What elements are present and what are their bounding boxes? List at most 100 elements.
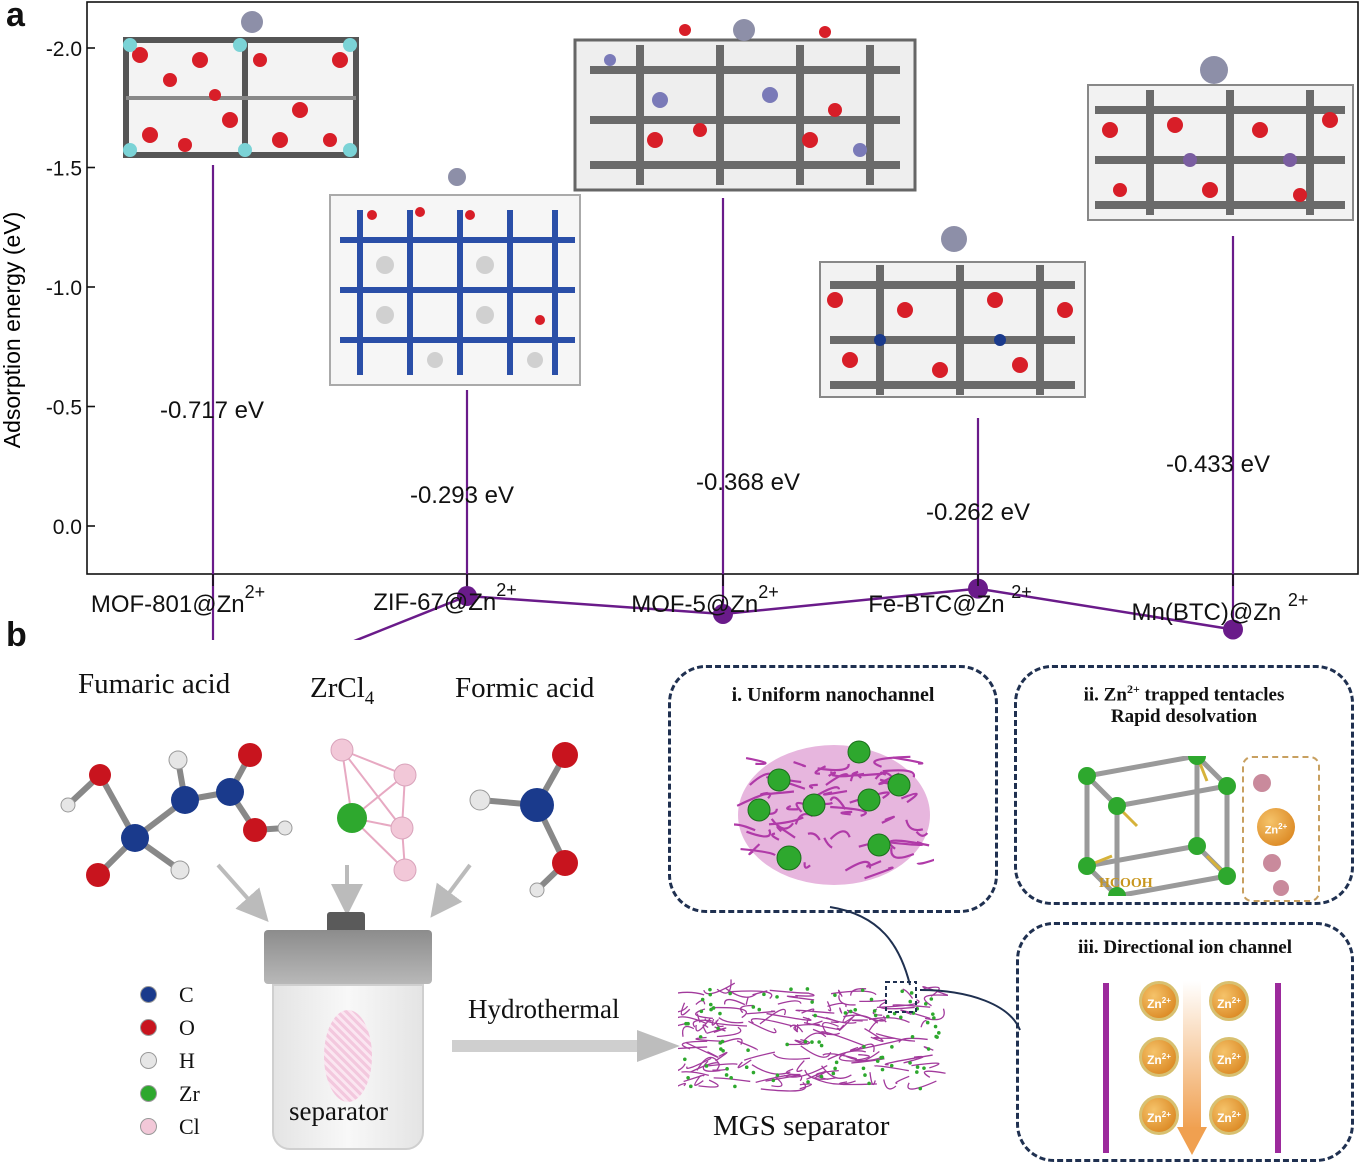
fiber-strand — [837, 989, 843, 997]
fiber-strand — [875, 1032, 916, 1042]
series-line: -0.717 eV-0.293 eV-0.368 eV-0.262 eV-0.4… — [160, 165, 1270, 640]
fiber-strand — [678, 1063, 686, 1072]
fiber-strand — [695, 1036, 726, 1042]
fiber-strand — [702, 1060, 721, 1072]
zr-particle — [785, 1042, 789, 1047]
legend-label: H — [179, 1047, 195, 1073]
fiber-strand — [745, 996, 749, 1005]
hcooh-label: HCOOH — [1099, 876, 1153, 891]
fiber-strand — [803, 862, 811, 869]
legend-swatch — [140, 986, 157, 1003]
zr-particle — [863, 1073, 867, 1077]
fiber-strand — [851, 770, 883, 777]
zr-particle — [922, 1066, 926, 1070]
fiber-strand — [823, 837, 833, 849]
zr-particle — [708, 987, 712, 992]
fiber-strand — [678, 1046, 708, 1050]
legend-swatch — [140, 1019, 157, 1036]
fiber-strand — [807, 832, 821, 841]
fumaric-acid-label: Fumaric acid — [78, 668, 231, 700]
zn-ion: Zn2+ — [1209, 981, 1249, 1021]
fiber-strand — [768, 816, 804, 826]
fiber-strand — [696, 1056, 720, 1071]
zr-particle — [875, 1059, 880, 1063]
zr-particle — [806, 1080, 810, 1084]
fiber-strand — [883, 1079, 897, 1090]
fiber-strand — [844, 860, 872, 872]
fiber-strand — [793, 761, 806, 768]
zr-particle — [861, 1066, 866, 1071]
fiber-strand — [760, 1081, 807, 1092]
fiber-strand — [737, 1059, 752, 1069]
x-tick-label: ZIF-67@Zn2+ — [373, 580, 517, 616]
fiber-strand — [855, 1050, 880, 1062]
legend-swatch — [140, 1052, 157, 1069]
fiber-strand — [911, 1062, 940, 1069]
fiber-strand — [736, 792, 772, 807]
zr-particle — [805, 987, 810, 991]
fiber-strand — [881, 815, 895, 824]
fiber-strand — [873, 1065, 909, 1072]
fiber-strand — [678, 1005, 689, 1013]
fiber-strand — [748, 843, 761, 856]
fiber-strand — [923, 1046, 934, 1051]
zr-particle — [915, 1065, 920, 1069]
zr-particle — [853, 1008, 858, 1012]
zr-particle — [935, 1035, 939, 1039]
zn-ion-ball: Zn2+ — [1257, 808, 1295, 846]
fiber-strand — [879, 1000, 915, 1010]
zr-particle — [889, 1063, 894, 1068]
solvation-shell-box — [1242, 756, 1320, 902]
fiber-strand — [924, 1008, 945, 1021]
zr-particle — [908, 1061, 912, 1065]
fiber-strand — [695, 999, 706, 1005]
fiber-strand — [839, 1007, 843, 1014]
zr-particle — [862, 1044, 866, 1049]
mgs-separator-mat — [678, 979, 948, 1092]
zr-particle — [937, 1031, 941, 1035]
legend-row: C — [140, 978, 220, 1011]
adsorption-energy-chart: -2.0-1.5-1.0-0.50.0 Adsorption energy (e… — [0, 1, 1359, 640]
water-molecule — [1273, 880, 1289, 896]
legend-row: O — [140, 1011, 220, 1044]
mgs-separator-label: MGS separator — [713, 1110, 890, 1142]
reactant-molecules — [60, 738, 578, 898]
inset-ii-title: ii. Zn2+ trapped tentacles Rapid desolva… — [1083, 682, 1285, 728]
fiber-strand — [771, 832, 780, 841]
fiber-strand — [678, 1082, 686, 1087]
hydrothermal-arrow — [452, 1030, 680, 1062]
y-tick-label: -2.0 — [46, 38, 82, 61]
ion-flow-arrowhead — [1177, 1127, 1207, 1155]
legend-row: H — [140, 1044, 220, 1077]
fiber-strand — [828, 771, 837, 777]
fiber-strand — [736, 1040, 758, 1051]
fiber-strand — [712, 1067, 728, 1071]
fiber-strand — [817, 763, 850, 772]
fiber-strand — [772, 1053, 811, 1060]
data-point — [457, 586, 477, 607]
zr-particle — [925, 1020, 930, 1025]
zr-particle — [909, 991, 914, 995]
fiber-strand — [804, 1069, 837, 1080]
zr-particle — [867, 1081, 871, 1086]
zr-particle — [872, 1009, 877, 1013]
channel-wall-right — [1275, 983, 1281, 1153]
zn-ion: Zn2+ — [1209, 1095, 1249, 1135]
reactor-lid — [264, 930, 432, 984]
fiber-strand — [843, 1014, 879, 1024]
fiber-strand — [812, 1028, 840, 1036]
zr-particle — [698, 1035, 703, 1039]
legend-label: C — [179, 981, 194, 1007]
fiber-strand — [739, 1004, 754, 1014]
zr-particle — [869, 997, 874, 1002]
fiber-strand — [715, 1051, 728, 1062]
fiber-strand — [748, 1020, 777, 1034]
zr-particle — [775, 995, 779, 999]
fiber-strand — [686, 1057, 712, 1070]
zr-particle — [683, 1057, 687, 1062]
zr-particle — [686, 1075, 690, 1080]
fiber-strand — [730, 990, 773, 999]
zr-particle — [860, 988, 865, 993]
zr-particle — [699, 1009, 704, 1014]
fiber-strand — [830, 805, 867, 817]
